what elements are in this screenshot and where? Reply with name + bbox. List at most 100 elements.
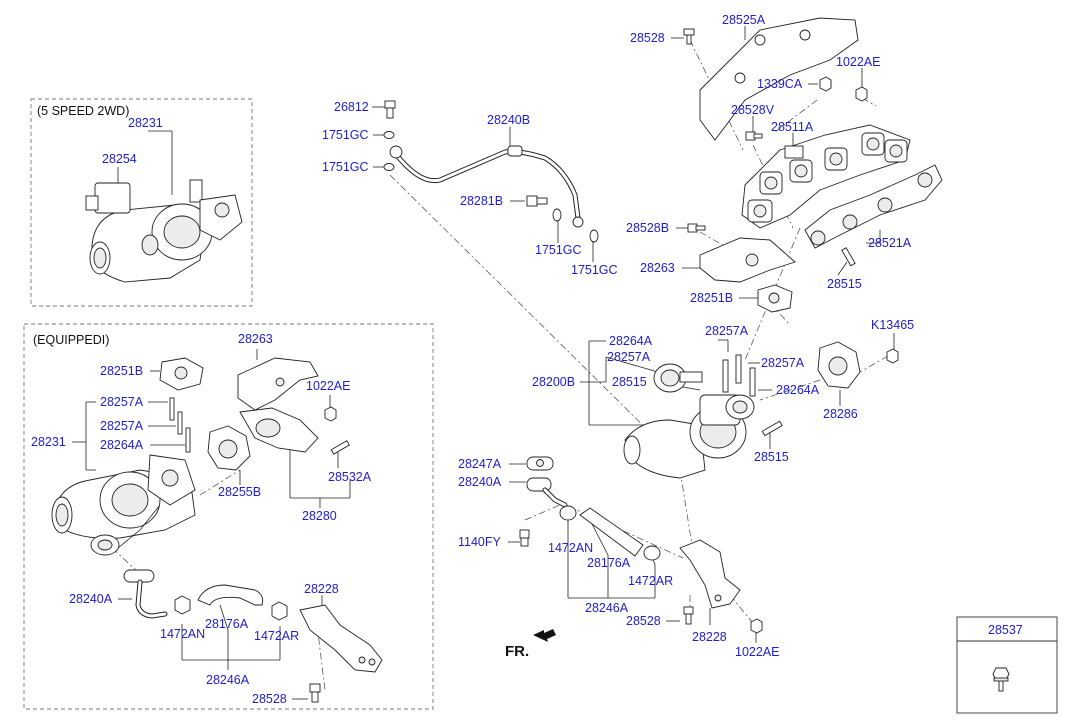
bolt-28528b (687, 223, 706, 233)
label-26812[interactable]: 26812 (334, 100, 369, 114)
label-28246a-c[interactable]: 28246A (585, 601, 629, 615)
label-1472ar-c[interactable]: 1472AR (628, 574, 673, 588)
label-28515-c1[interactable]: 28515 (612, 375, 647, 389)
front-arrow-icon (533, 629, 556, 642)
clamp-1472ar-c (643, 545, 661, 561)
label-28257a-l1[interactable]: 28257A (100, 395, 144, 409)
label-28264a-l[interactable]: 28264A (100, 438, 144, 452)
label-28257a-l2[interactable]: 28257A (100, 419, 144, 433)
front-direction-indicator: FR. (505, 629, 556, 660)
label-28251b-top[interactable]: 28251B (690, 291, 733, 305)
stud-28257a-l2 (177, 411, 183, 435)
turbocharger-center-group (623, 341, 899, 479)
label-28176a-c[interactable]: 28176A (587, 556, 631, 570)
label-28240b[interactable]: 28240B (487, 113, 530, 127)
nut-1022ae-top (855, 86, 868, 102)
label-1339ca[interactable]: 1339CA (757, 77, 803, 91)
label-28228-c[interactable]: 28228 (692, 630, 727, 644)
bolt-28528-c (683, 606, 694, 625)
gasket-28251b-l (159, 357, 204, 391)
label-1751gc-2[interactable]: 1751GC (322, 160, 369, 174)
heat-shield-28525a (699, 17, 859, 141)
stud-28257a-c1 (735, 354, 742, 384)
oil-feed-pipe-group (383, 100, 599, 243)
label-28231-top[interactable]: 28231 (128, 116, 163, 130)
five-speed-2wd-box (30, 98, 253, 307)
oil-return-pipe-28240a (526, 477, 568, 508)
oil-feed-pipe (389, 145, 584, 228)
label-28255b[interactable]: 28255B (218, 485, 261, 499)
label-28240a-c[interactable]: 28240A (458, 475, 502, 489)
label-28251b-l[interactable]: 28251B (100, 364, 143, 378)
label-28240a-l[interactable]: 28240A (69, 592, 113, 606)
label-28246a-l[interactable]: 28246A (206, 673, 250, 687)
gasket-washer-3 (552, 208, 562, 222)
label-1022ae-top[interactable]: 1022AE (836, 55, 880, 69)
label-28263-l[interactable]: 28263 (238, 332, 273, 346)
label-28280[interactable]: 28280 (302, 509, 337, 523)
gasket-28255b (207, 425, 251, 471)
label-1022ae-l[interactable]: 1022AE (306, 379, 350, 393)
gasket-28286 (817, 341, 861, 389)
label-28515-c2[interactable]: 28515 (754, 450, 789, 464)
label-1472ar-l[interactable]: 1472AR (254, 629, 299, 643)
label-1472an-l[interactable]: 1472AN (160, 627, 205, 641)
nut-k13465 (886, 348, 899, 364)
label-1022ae-c[interactable]: 1022AE (735, 645, 779, 659)
stud-28532a (330, 440, 350, 455)
label-1472an-c[interactable]: 1472AN (548, 541, 593, 555)
bolt-28528-top (683, 28, 695, 45)
label-28286[interactable]: 28286 (823, 407, 858, 421)
actuator-28254 (94, 182, 131, 214)
label-k13465[interactable]: K13465 (871, 318, 914, 332)
part-number-labels: 26812 1751GC 1751GC 28240B 28281B 1751GC… (31, 13, 914, 706)
label-28263-top[interactable]: 28263 (640, 261, 675, 275)
label-28532a[interactable]: 28532A (328, 470, 372, 484)
exhaust-manifold-28511a (741, 124, 911, 229)
label-28231-l[interactable]: 28231 (31, 435, 66, 449)
label-28264a-c1[interactable]: 28264A (609, 334, 653, 348)
turbo-5-speed-assembly (85, 179, 243, 283)
label-1751gc-1[interactable]: 1751GC (322, 128, 369, 142)
label-28257a-c3[interactable]: 28257A (761, 356, 805, 370)
stud-28264a-l (185, 427, 191, 453)
label-1140fy[interactable]: 1140FY (458, 535, 502, 549)
label-28521a[interactable]: 28521A (868, 236, 912, 250)
nut-1022ae-l (324, 406, 337, 422)
label-28228-l[interactable]: 28228 (304, 582, 339, 596)
equipped-title: (EQUIPPEDI) (33, 333, 109, 347)
stud-28515-c (761, 420, 783, 437)
nut-1339ca (819, 76, 832, 92)
exhaust-manifold-group (683, 17, 943, 313)
gasket-washer-4 (589, 229, 599, 243)
part-28537-label[interactable]: 28537 (988, 623, 1023, 637)
bolt-1140fy (519, 529, 530, 547)
label-28528v[interactable]: 28528V (731, 103, 775, 117)
label-28525a[interactable]: 28525A (722, 13, 766, 27)
label-28528-l[interactable]: 28528 (252, 692, 287, 706)
label-28200b[interactable]: 28200B (532, 375, 575, 389)
label-28281b[interactable]: 28281B (460, 194, 503, 208)
front-label: FR. (505, 643, 529, 660)
label-28511a[interactable]: 28511A (771, 120, 814, 134)
label-28528-c[interactable]: 28528 (626, 614, 661, 628)
clamp-1472ar-l (271, 601, 288, 621)
label-28528b[interactable]: 28528B (626, 221, 669, 235)
label-1751gc-4[interactable]: 1751GC (571, 263, 618, 277)
clamp-1472an-l (174, 595, 191, 615)
label-28176a-l[interactable]: 28176A (205, 617, 249, 631)
hose-28176a-l (197, 584, 264, 606)
label-28528-top[interactable]: 28528 (630, 31, 665, 45)
label-28264a-c2[interactable]: 28264A (776, 383, 820, 397)
stud-28257a-c2 (749, 367, 756, 397)
label-1751gc-3[interactable]: 1751GC (535, 243, 582, 257)
label-28515-top[interactable]: 28515 (827, 277, 862, 291)
label-28247a[interactable]: 28247A (458, 457, 502, 471)
bolt-28528-l (309, 683, 321, 703)
label-28257a-c2[interactable]: 28257A (705, 324, 749, 338)
part-28537-box: 28537 (956, 616, 1058, 714)
bracket-28228-c (679, 539, 741, 609)
label-28254[interactable]: 28254 (102, 152, 137, 166)
gasket-28247a (526, 456, 554, 471)
label-28257a-c1[interactable]: 28257A (607, 350, 651, 364)
